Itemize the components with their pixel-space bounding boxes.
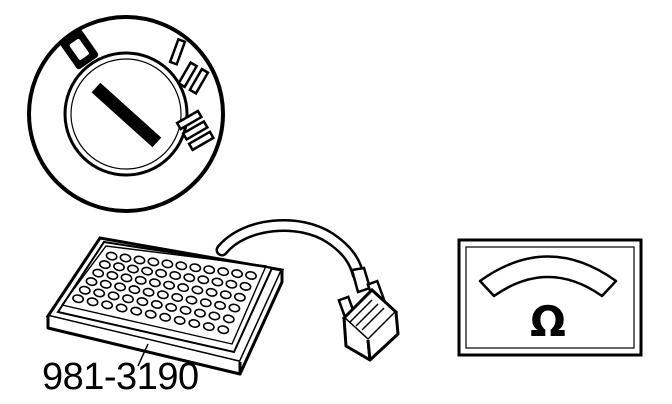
test-socket	[219, 290, 232, 300]
part-number-leader	[137, 343, 149, 367]
test-socket	[148, 278, 161, 288]
key-slot	[91, 82, 162, 148]
test-socket	[214, 300, 227, 310]
test-socket	[191, 285, 204, 295]
test-socket	[113, 262, 125, 272]
test-socket	[175, 261, 188, 271]
test-socket	[165, 302, 178, 312]
test-socket	[185, 295, 198, 305]
test-socket	[208, 311, 221, 321]
test-socket	[92, 268, 105, 278]
test-socket	[93, 288, 106, 298]
ohm-symbol: Ω	[530, 297, 566, 346]
test-socket	[114, 282, 127, 292]
test-socket	[205, 287, 218, 297]
test-socket	[163, 280, 176, 290]
test-socket	[107, 291, 120, 301]
test-socket	[211, 277, 224, 287]
test-socket	[120, 273, 133, 283]
test-socket	[233, 292, 246, 302]
test-socket	[134, 275, 147, 285]
lock-cylinder-inner-ring	[70, 58, 182, 170]
test-socket	[228, 303, 241, 313]
test-socket	[217, 267, 230, 277]
test-socket	[222, 314, 235, 324]
test-socket	[203, 265, 216, 275]
ignition-switch: 0	[27, 15, 225, 213]
tester-connector	[337, 266, 400, 362]
test-socket	[141, 266, 154, 276]
test-socket	[122, 294, 134, 304]
test-socket	[98, 260, 111, 270]
test-socket	[225, 279, 238, 289]
test-socket	[239, 281, 252, 291]
test-socket	[179, 305, 192, 315]
test-socket	[189, 263, 202, 273]
test-socket	[194, 308, 206, 318]
test-socket	[197, 275, 210, 285]
test-socket	[106, 271, 119, 280]
tester-base-side-edge	[238, 270, 284, 376]
test-socket	[159, 312, 172, 322]
test-socket	[72, 294, 85, 304]
test-socket	[202, 322, 215, 332]
test-socket	[188, 319, 201, 328]
test-socket	[99, 279, 112, 289]
test-socket	[130, 306, 143, 316]
test-socket	[136, 297, 149, 307]
test-socket	[119, 253, 132, 263]
test-socket	[169, 271, 182, 280]
test-socket	[128, 285, 141, 295]
test-socket	[173, 315, 186, 325]
tester-part-number: 981-3190	[42, 356, 199, 398]
test-socket	[85, 277, 98, 287]
test-socket	[161, 259, 174, 269]
test-socket	[231, 269, 244, 279]
ohmmeter: Ω	[457, 238, 643, 357]
test-socket	[101, 300, 114, 310]
test-socket	[217, 325, 230, 335]
test-socket	[147, 257, 160, 267]
test-socket	[105, 251, 118, 261]
test-socket	[171, 293, 184, 302]
test-socket-grid	[72, 251, 257, 335]
position-0-marker: 0	[60, 29, 99, 70]
ohmmeter-scale-arc	[478, 255, 618, 298]
tester-unit: 981-3190	[42, 219, 400, 398]
test-socket	[78, 285, 91, 295]
test-socket	[133, 255, 146, 265]
test-socket	[177, 283, 190, 293]
test-socket	[127, 264, 139, 274]
test-socket	[115, 303, 128, 313]
test-socket	[150, 300, 163, 309]
position-I-marker	[168, 37, 187, 66]
test-socket	[199, 298, 212, 308]
test-socket	[245, 271, 257, 280]
ohmmeter-inner-frame	[465, 246, 635, 349]
position-III-marker	[175, 109, 216, 152]
test-socket	[142, 287, 155, 297]
test-socket	[144, 309, 157, 319]
test-socket	[86, 297, 99, 307]
position-II-marker	[176, 60, 210, 96]
tester-top-panel-inset	[60, 245, 268, 345]
test-socket	[155, 268, 168, 278]
tester-cable-fill	[218, 221, 362, 278]
test-socket	[183, 273, 196, 283]
test-socket	[156, 290, 169, 300]
